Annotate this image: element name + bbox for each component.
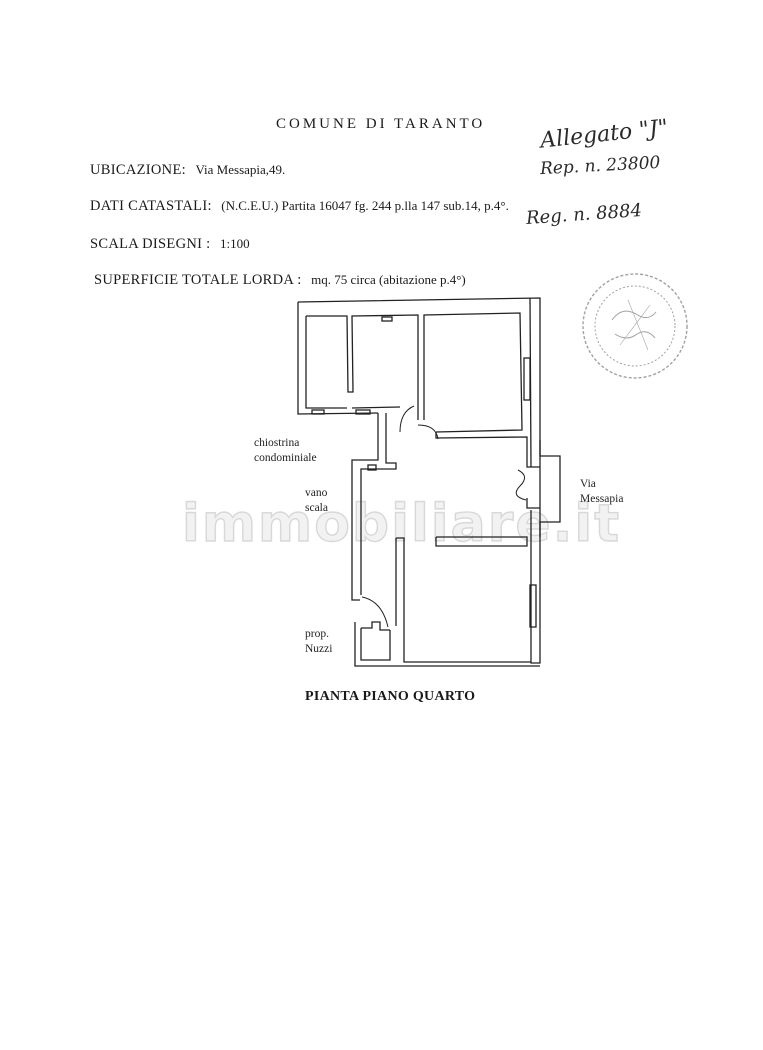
field-label: SCALA DISEGNI : (90, 236, 211, 252)
label-line: Nuzzi (305, 643, 333, 655)
field-value: (N.C.E.U.) Partita 16047 fg. 244 p.lla 1… (221, 198, 509, 213)
label-line: Via (580, 478, 596, 490)
label-line: Messapia (580, 493, 624, 505)
field-ubicazione: UBICAZIONE: Via Messapia,49. (90, 162, 285, 179)
field-value: mq. 75 circa (abitazione p.4°) (311, 272, 466, 287)
label-line: chiostrina (254, 437, 300, 449)
label-line: condominiale (254, 452, 317, 464)
label-chiostrina: chiostrina condominiale (254, 436, 317, 466)
label-line: vano (305, 487, 328, 499)
field-label: DATI CATASTALI: (90, 198, 212, 214)
floor-plan-walls (297, 297, 561, 667)
field-value: 1:100 (220, 236, 250, 251)
plan-caption: PIANTA PIANO QUARTO (305, 689, 476, 704)
field-label: SUPERFICIE TOTALE LORDA : (94, 272, 302, 288)
field-superficie: SUPERFICIE TOTALE LORDA : mq. 75 circa (… (94, 272, 466, 289)
official-stamp-icon (582, 273, 688, 379)
label-via-messapia: Via Messapia (580, 477, 623, 507)
document-title: COMUNE DI TARANTO (276, 116, 486, 132)
field-scala: SCALA DISEGNI : 1:100 (90, 236, 250, 253)
field-dati-catastali: DATI CATASTALI: (N.C.E.U.) Partita 16047… (90, 198, 509, 215)
label-prop-nuzzi: prop. Nuzzi (305, 627, 332, 657)
field-value: Via Messapia,49. (195, 162, 286, 177)
label-line: scala (305, 502, 328, 514)
watermark-logo: immobiliare.it (181, 493, 622, 554)
field-label: UBICAZIONE: (90, 162, 186, 178)
label-vano-scala: vano scala (305, 486, 328, 516)
label-line: prop. (305, 628, 329, 640)
